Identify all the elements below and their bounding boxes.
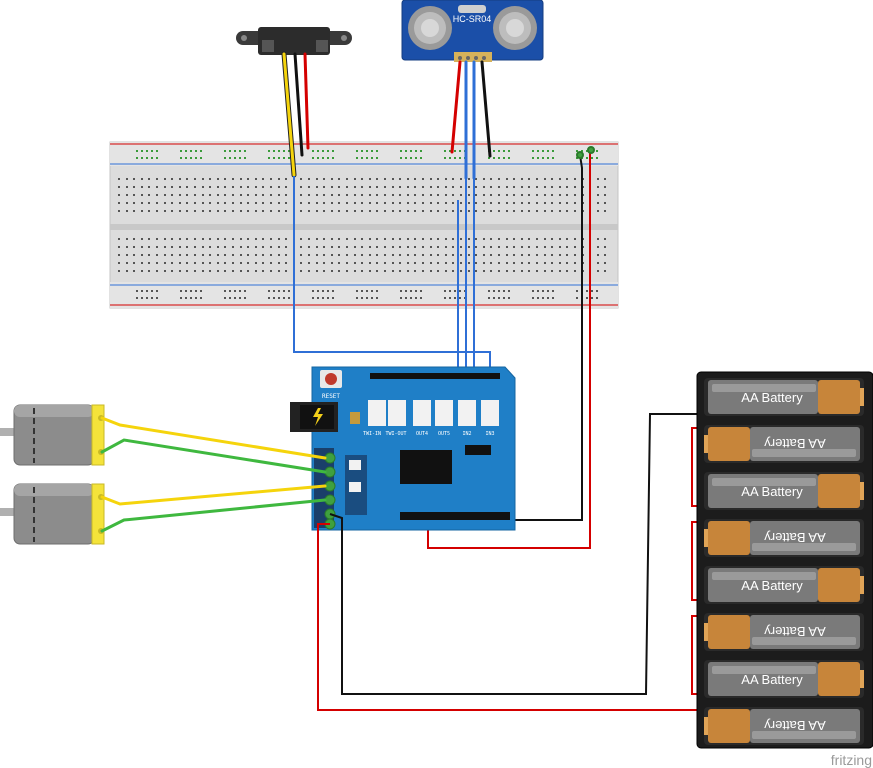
battery-cell <box>704 566 864 604</box>
lightning-icon <box>313 408 323 426</box>
battery-cell <box>704 660 864 698</box>
battery-cell <box>704 613 864 651</box>
battery-cell-label: AA Battery <box>764 436 826 451</box>
motor-terminal-block <box>314 448 336 530</box>
breadboard <box>109 141 619 309</box>
battery-cell <box>704 707 864 745</box>
motor-wires <box>100 416 327 533</box>
battery-cells: AA Battery AA Battery AA Battery AA Battery… <box>704 378 864 745</box>
power-wires <box>427 146 595 549</box>
driver-chip <box>400 450 452 484</box>
dc-motor-1 <box>0 404 105 466</box>
reset-label: RESET <box>322 393 340 400</box>
port-label-twi-out: TWI-OUT <box>385 431 406 437</box>
battery-cell-label: AA Battery <box>741 578 803 593</box>
port-label-out4: OUT4 <box>416 431 428 437</box>
port-label-out5: OUT5 <box>438 431 450 437</box>
fritzing-watermark: fritzing <box>831 752 872 768</box>
battery-cell <box>704 472 864 510</box>
battery-cell <box>704 378 864 416</box>
battery-cell-label: AA Battery <box>764 530 826 545</box>
battery-cell-label: AA Battery <box>764 624 826 639</box>
port-label-in2: IN2 <box>462 431 471 437</box>
sensor-wires <box>281 51 492 180</box>
battery-pack: AA Battery AA Battery AA Battery AA Battery… <box>696 371 873 749</box>
dc-motor-2 <box>0 483 105 545</box>
battery-cell-label: AA Battery <box>741 390 803 405</box>
battery-cell-label: AA Battery <box>741 672 803 687</box>
ultrasonic-sensor <box>401 0 544 62</box>
ir-distance-sensor <box>236 27 352 55</box>
breadboard-holes <box>118 150 606 299</box>
battery-cell <box>704 519 864 557</box>
motor-shield <box>290 366 516 531</box>
battery-cell <box>704 425 864 463</box>
ultrasonic-sensor-label: HC-SR04 <box>453 14 492 24</box>
battery-cell-label: AA Battery <box>741 484 803 499</box>
battery-cell-label: AA Battery <box>764 718 826 733</box>
breadboard-center-channel <box>110 224 618 230</box>
port-label-in3: IN3 <box>485 431 494 437</box>
port-label-twi-in: TWI-IN <box>363 431 381 437</box>
signal-wires <box>293 176 491 372</box>
